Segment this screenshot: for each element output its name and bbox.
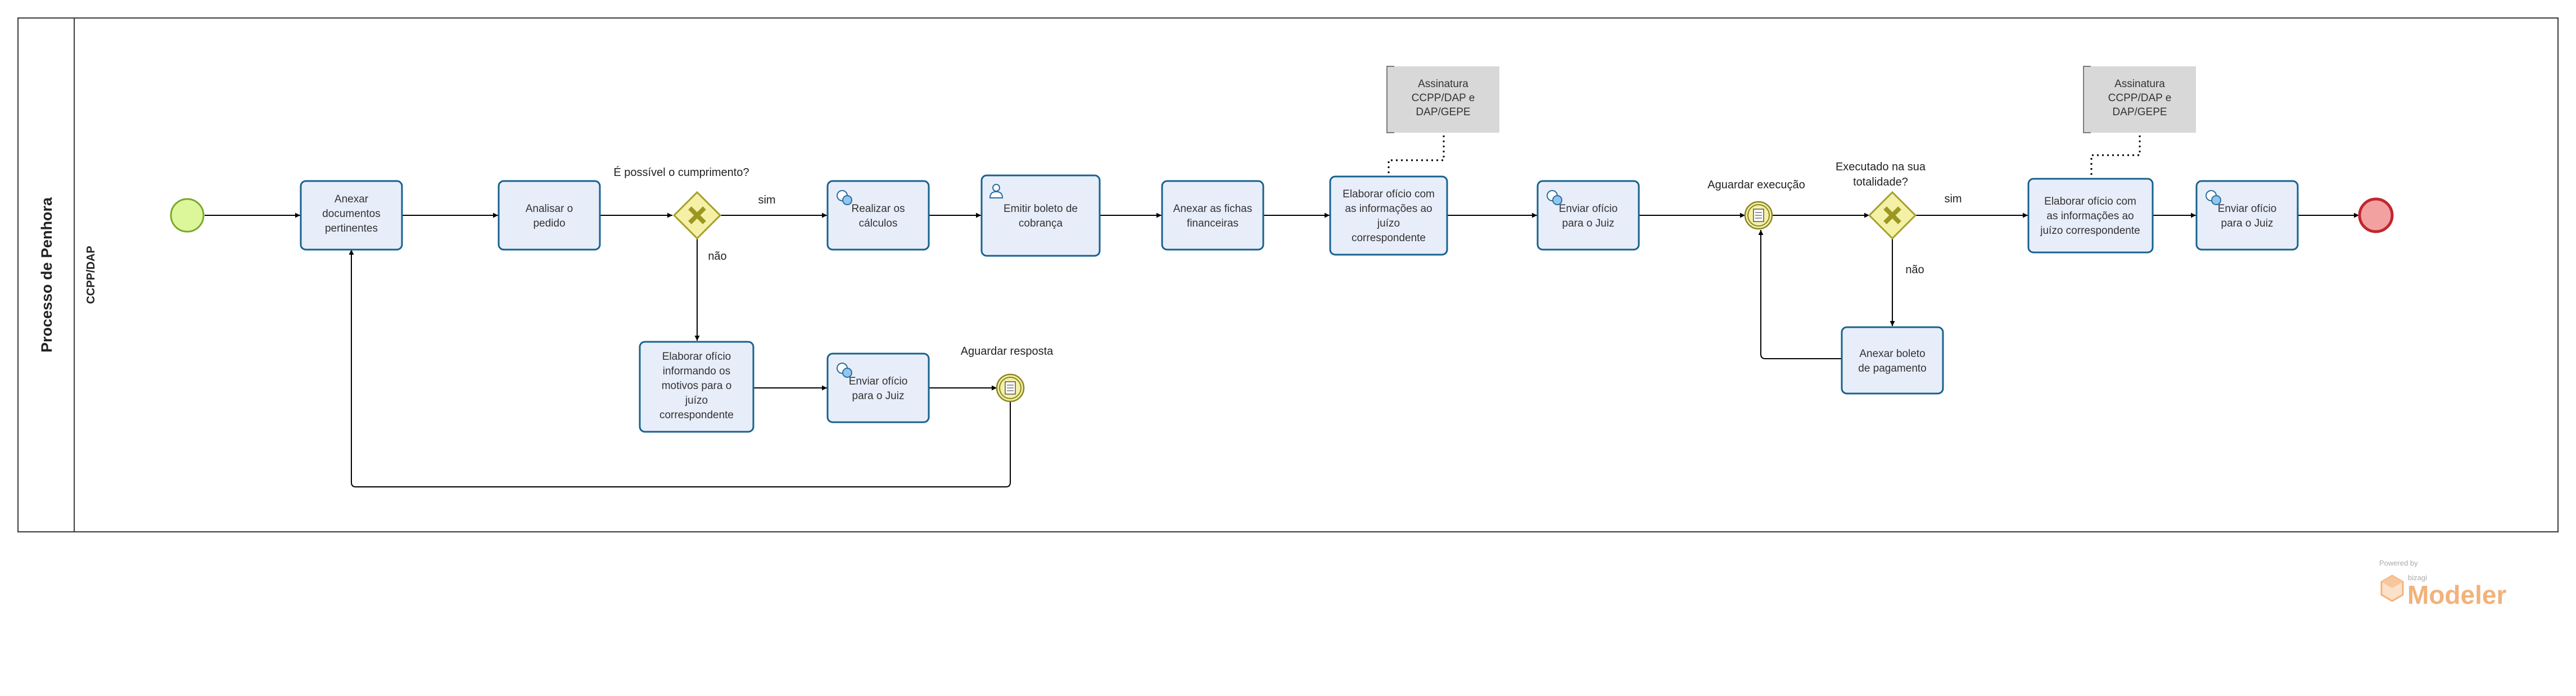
event-label-aguardar-resposta: Aguardar resposta [961, 345, 1054, 358]
gateway-totalidade[interactable] [1868, 191, 1917, 240]
flow-label-sim-2: sim [1944, 193, 1962, 205]
start-event[interactable] [170, 198, 205, 233]
annotation-box [2084, 66, 2196, 133]
flow-aguardar-resposta-loop [349, 250, 1011, 487]
gateway-cumprimento[interactable] [672, 191, 722, 240]
x-icon [1883, 206, 1901, 224]
pool-title: Processo de Penhora [38, 197, 55, 352]
annotation-associations [1388, 135, 2141, 175]
user-task-icon [989, 184, 1004, 198]
send-task-icon [837, 363, 852, 378]
annotation-bracket [2083, 66, 2091, 133]
event-label-aguardar-execucao: Aguardar execução [1707, 179, 1805, 191]
flow-label-sim-1: sim [758, 194, 775, 206]
lane-title: CCPP/DAP [85, 246, 97, 304]
sequence-flows [205, 213, 2359, 487]
product-label: Modeler [2407, 580, 2506, 609]
annotation-box [1387, 66, 1499, 133]
bizagi-logo-icon [2380, 575, 2404, 602]
service-task-icon [837, 190, 852, 205]
send-task-icon [1547, 190, 1562, 205]
gateway-label-cumprimento: É possível o cumprimento? [613, 166, 749, 179]
flow-boleto-loop [1758, 230, 1841, 359]
powered-by-label: Powered by [2379, 559, 2418, 567]
intermediate-event-aguardar-resposta[interactable] [996, 373, 1025, 403]
end-event[interactable] [2358, 197, 2394, 233]
x-icon [688, 206, 706, 224]
bizagi-watermark: Powered by bizagi Modeler [2379, 559, 2506, 609]
flow-label-nao-1: não [708, 250, 726, 263]
intermediate-event-aguardar-execucao[interactable] [1744, 201, 1773, 230]
company-label: bizagi [2408, 573, 2427, 582]
association-1 [1388, 135, 1445, 175]
annotation-bracket [1386, 66, 1394, 133]
flow-label-nao-2: não [1905, 264, 1924, 276]
send-task-icon [2206, 190, 2221, 205]
